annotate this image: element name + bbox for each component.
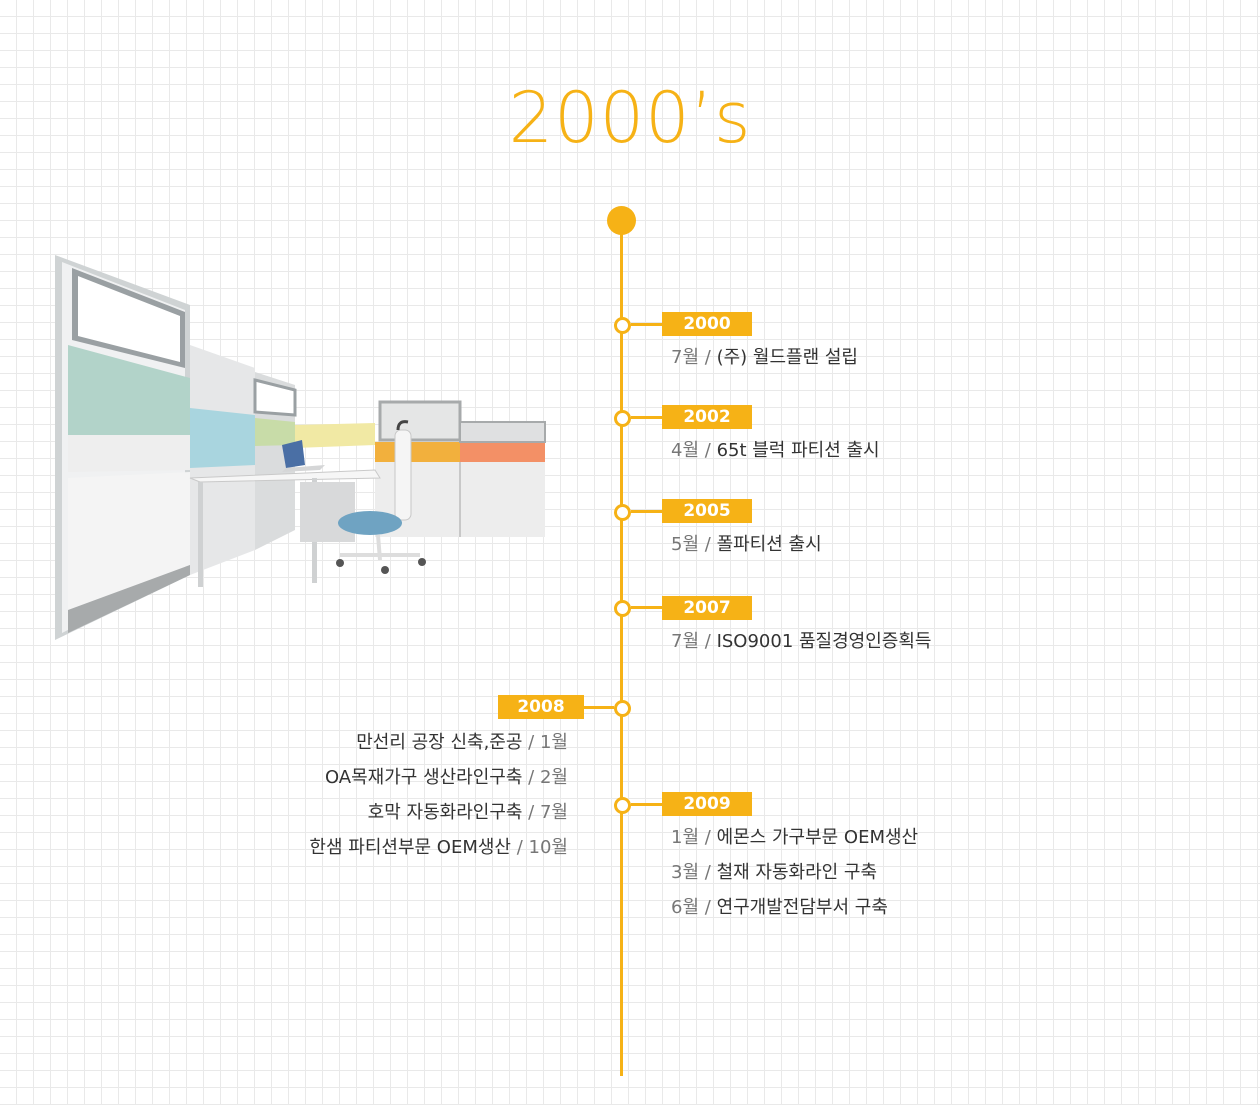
entry-separator: / <box>704 440 711 461</box>
entry-separator: / <box>704 347 711 368</box>
entry-month: 1월 <box>671 827 700 848</box>
timeline-start-dot <box>607 206 636 235</box>
entry-separator: / <box>704 897 711 918</box>
timeline-connector <box>631 803 663 806</box>
year-tag: 2005 <box>662 499 752 523</box>
year-tag: 2002 <box>662 405 752 429</box>
timeline-node <box>614 700 631 717</box>
entry-month: 7월 <box>671 347 700 368</box>
entry-separator: / <box>704 631 711 652</box>
entry-separator: / <box>528 802 535 823</box>
entry-text: OA목재가구 생산라인구축 <box>324 767 523 788</box>
timeline-connector <box>582 706 614 709</box>
year-tag: 2000 <box>662 312 752 336</box>
timeline-connector <box>631 606 663 609</box>
timeline-node <box>614 317 631 334</box>
timeline-axis <box>620 218 623 1076</box>
entry-text: 한샘 파티션부문 OEM생산 <box>309 837 511 858</box>
timeline-connector <box>631 510 663 513</box>
timeline-entry: 한샘 파티션부문 OEM생산 / 10월 <box>200 830 568 865</box>
entry-separator: / <box>704 862 711 883</box>
timeline-entry: 3월 / 철재 자동화라인 구축 <box>671 855 877 890</box>
timeline-entry: OA목재가구 생산라인구축 / 2월 <box>200 760 568 795</box>
year-tag: 2007 <box>662 596 752 620</box>
entry-separator: / <box>704 827 711 848</box>
entry-separator: / <box>528 732 535 753</box>
timeline-entry: 5월 / 폴파티션 출시 <box>671 527 822 562</box>
entry-separator: / <box>528 767 535 788</box>
entry-month: 6월 <box>671 897 700 918</box>
entry-month: 2월 <box>539 767 568 788</box>
entry-month: 10월 <box>528 837 568 858</box>
timeline-entry: 7월 / ISO9001 품질경영인증획득 <box>671 624 931 659</box>
timeline-entry: 1월 / 에몬스 가구부문 OEM생산 <box>671 820 918 855</box>
entry-separator: / <box>704 534 711 555</box>
entry-text: 에몬스 가구부문 OEM생산 <box>716 827 919 848</box>
entry-month: 4월 <box>671 440 700 461</box>
entry-month: 1월 <box>539 732 568 753</box>
entry-month: 7월 <box>671 631 700 652</box>
entry-text: 철재 자동화라인 구축 <box>716 862 878 883</box>
entry-month: 3월 <box>671 862 700 883</box>
entry-text: 65t 블럭 파티션 출시 <box>716 440 880 461</box>
entry-text: 호막 자동화라인구축 <box>367 802 523 823</box>
timeline-connector <box>631 416 663 419</box>
timeline-connector <box>631 323 663 326</box>
timeline-entry: 6월 / 연구개발전담부서 구축 <box>671 890 888 925</box>
timeline-entry: 만선리 공장 신축,준공 / 1월 <box>200 725 568 760</box>
timeline-node <box>614 504 631 521</box>
entry-text: 연구개발전담부서 구축 <box>716 897 888 918</box>
timeline-entry: 7월 / (주) 월드플랜 설립 <box>671 340 858 375</box>
entry-text: (주) 월드플랜 설립 <box>716 347 858 368</box>
timeline-entry: 4월 / 65t 블럭 파티션 출시 <box>671 433 880 468</box>
entry-month: 7월 <box>539 802 568 823</box>
timeline-node <box>614 600 631 617</box>
timeline-entry: 호막 자동화라인구축 / 7월 <box>200 795 568 830</box>
timeline-node <box>614 797 631 814</box>
page-title: 2000’s <box>508 77 752 159</box>
entry-text: 만선리 공장 신축,준공 <box>356 732 523 753</box>
timeline-node <box>614 410 631 427</box>
office-partition-image <box>50 250 560 650</box>
year-tag: 2009 <box>662 792 752 816</box>
entry-month: 5월 <box>671 534 700 555</box>
entry-separator: / <box>516 837 523 858</box>
entry-text: ISO9001 품질경영인증획득 <box>716 631 932 652</box>
entry-text: 폴파티션 출시 <box>716 534 822 555</box>
year-tag: 2008 <box>498 695 584 719</box>
